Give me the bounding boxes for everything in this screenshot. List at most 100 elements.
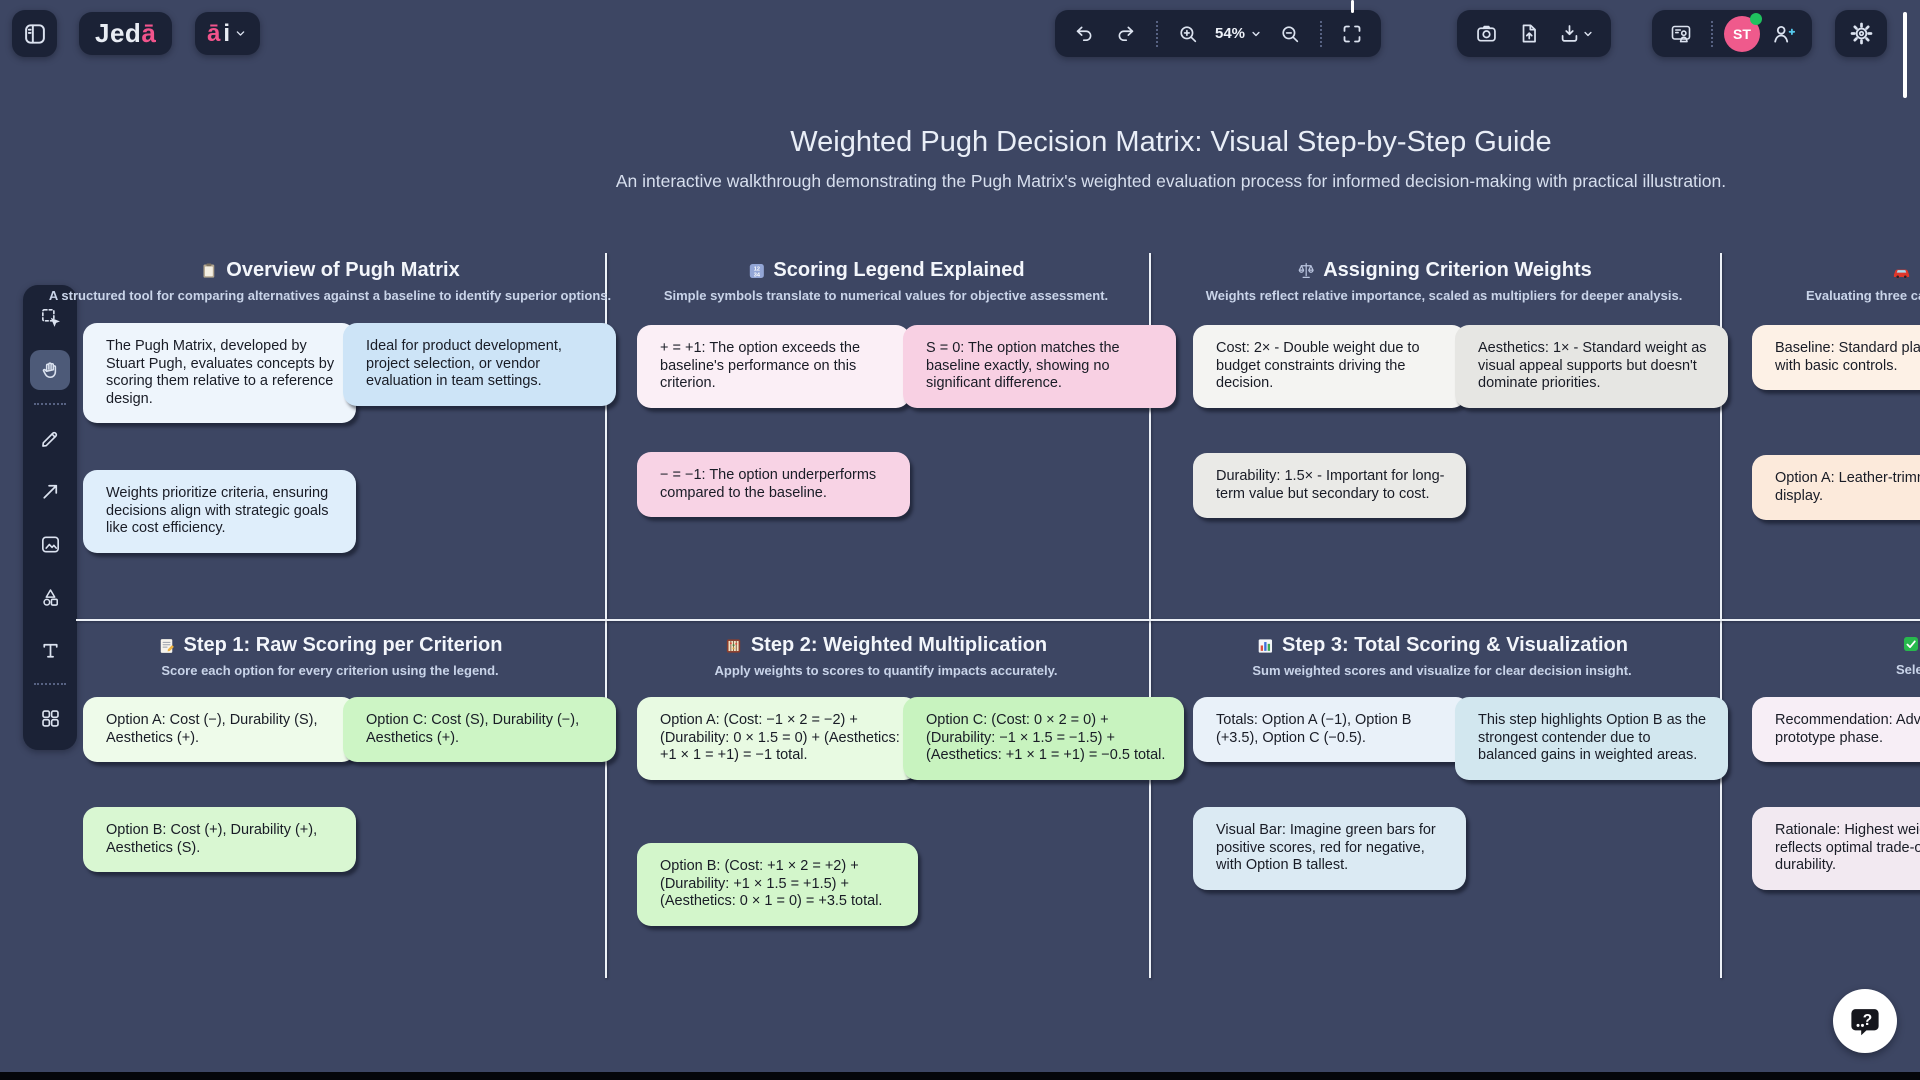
section-header-step3[interactable]: Step 3: Total Scoring & Visualization Su… xyxy=(1252,634,1631,678)
undo-button[interactable] xyxy=(1065,15,1103,53)
chevron-down-icon xyxy=(1249,27,1263,41)
section-header-step1[interactable]: Step 1: Raw Scoring per Criterion Score … xyxy=(158,634,503,678)
toolbar-divider xyxy=(1320,20,1323,47)
select-cursor-icon xyxy=(39,306,62,329)
section-title: Scoring Legend Explained xyxy=(773,259,1025,281)
section-header-overview[interactable]: Overview of Pugh Matrix A structured too… xyxy=(49,259,611,303)
sticky-note[interactable]: Baseline: Standard plastic dashboard wit… xyxy=(1752,325,1920,390)
balance-scale-emoji-icon xyxy=(1296,261,1315,280)
sticky-note[interactable]: Visual Bar: Imagine green bars for posit… xyxy=(1193,807,1466,890)
download-icon xyxy=(1558,22,1581,45)
section-subtitle-clipped: Evaluating three car das xyxy=(1806,288,1920,303)
redo-button[interactable] xyxy=(1107,15,1145,53)
arrow-icon xyxy=(39,480,62,503)
online-status-dot xyxy=(1750,12,1762,25)
tool-apps[interactable] xyxy=(30,698,70,738)
text-icon xyxy=(39,639,62,662)
sticky-note[interactable]: Recommendation: Advance Option B to prot… xyxy=(1752,697,1920,762)
svg-text:12: 12 xyxy=(753,266,759,272)
sticky-note[interactable]: Totals: Option A (−1), Option B (+3.5), … xyxy=(1193,697,1470,762)
settings-button[interactable] xyxy=(1835,10,1887,57)
page-title[interactable]: Weighted Pugh Decision Matrix: Visual St… xyxy=(790,126,1552,158)
grid-line-vertical xyxy=(1720,253,1722,978)
grid-line-vertical xyxy=(605,253,607,978)
sticky-note[interactable]: The Pugh Matrix, developed by Stuart Pug… xyxy=(83,323,356,423)
sticky-note[interactable]: Weights prioritize criteria, ensuring de… xyxy=(83,470,356,553)
tool-shapes[interactable] xyxy=(30,577,70,617)
help-button[interactable]: ? xyxy=(1833,989,1897,1053)
bottom-edge-bar xyxy=(0,1072,1920,1080)
tool-arrow[interactable] xyxy=(30,471,70,511)
sticky-note[interactable]: Option A: (Cost: −1 × 2 = −2) + (Durabil… xyxy=(637,697,918,780)
hand-icon xyxy=(39,359,62,382)
tool-hand[interactable] xyxy=(30,350,70,390)
shapes-icon xyxy=(39,586,62,609)
zoom-in-button[interactable] xyxy=(1169,15,1207,53)
tool-pencil[interactable] xyxy=(30,418,70,458)
zoom-out-button[interactable] xyxy=(1271,15,1309,53)
collaboration-toolbar: ST xyxy=(1652,10,1812,57)
zoom-in-icon xyxy=(1177,23,1199,45)
ai-label: i xyxy=(223,19,231,47)
sticky-note[interactable]: + = +1: The option exceeds the baseline'… xyxy=(637,325,910,408)
sticky-note[interactable]: Option A: Leather-trimmed digital displa… xyxy=(1752,455,1920,520)
screenshot-button[interactable] xyxy=(1467,15,1505,53)
zoom-out-icon xyxy=(1279,23,1301,45)
sticky-note[interactable]: Aesthetics: 1× - Standard weight as visu… xyxy=(1455,325,1728,408)
section-subtitle: Weights reflect relative importance, sca… xyxy=(1205,288,1683,303)
sticky-note[interactable]: Option A: Cost (−), Durability (S), Aest… xyxy=(83,697,356,762)
sticky-note[interactable]: Option C: Cost (S), Durability (−), Aest… xyxy=(343,697,616,762)
share-file-button[interactable] xyxy=(1509,15,1547,53)
camera-icon xyxy=(1475,22,1498,45)
fullscreen-icon xyxy=(1340,22,1364,46)
avatar[interactable]: ST xyxy=(1724,12,1762,52)
section-title: Step 1: Raw Scoring per Criterion xyxy=(183,634,503,656)
redo-icon xyxy=(1115,23,1137,45)
present-button[interactable] xyxy=(1662,15,1700,53)
sticky-note[interactable]: Cost: 2× - Double weight due to budget c… xyxy=(1193,325,1466,408)
page-subtitle[interactable]: An interactive walkthrough demonstrating… xyxy=(615,171,1727,191)
chevron-down-icon xyxy=(1581,27,1595,41)
section-header-step2[interactable]: Step 2: Weighted Multiplication Apply we… xyxy=(715,634,1058,678)
tool-select[interactable] xyxy=(30,297,70,337)
zoom-level-dropdown[interactable]: 54% xyxy=(1211,25,1267,42)
vertical-scrollbar-thumb[interactable] xyxy=(1903,12,1907,98)
sticky-note[interactable]: Ideal for product development, project s… xyxy=(343,323,616,406)
chevron-down-icon xyxy=(233,26,248,41)
sticky-note[interactable]: This step highlights Option B as the str… xyxy=(1455,697,1728,780)
grid-line-vertical xyxy=(1149,253,1151,978)
add-person-icon xyxy=(1771,22,1795,46)
section-subtitle: Score each option for every criterion us… xyxy=(161,663,499,678)
section-subtitle: Apply weights to scores to quantify impa… xyxy=(714,663,1058,678)
horizontal-scrollbar-thumb[interactable] xyxy=(1351,0,1354,13)
panel-toggle-icon xyxy=(22,21,48,47)
invite-button[interactable] xyxy=(1764,15,1802,53)
sidebar-toggle-button[interactable] xyxy=(12,10,57,57)
tool-text[interactable] xyxy=(30,630,70,670)
sticky-note[interactable]: Durability: 1.5× - Important for long-te… xyxy=(1193,453,1466,518)
sticky-note[interactable]: Option B: (Cost: +1 × 2 = +2) + (Durabil… xyxy=(637,843,918,926)
download-menu-button[interactable] xyxy=(1551,15,1601,53)
section-subtitle: A structured tool for comparing alternat… xyxy=(48,288,612,303)
section-title: Step 3: Total Scoring & Visualization xyxy=(1282,634,1628,656)
file-upload-icon xyxy=(1517,22,1540,45)
sticky-note[interactable]: − = −1: The option underperforms compare… xyxy=(637,452,910,517)
toolbar-divider xyxy=(1711,20,1713,47)
tool-image[interactable] xyxy=(30,524,70,564)
sticky-note[interactable]: S = 0: The option matches the baseline e… xyxy=(903,325,1176,408)
sticky-note[interactable]: Option C: (Cost: 0 × 2 = 0) + (Durabilit… xyxy=(903,697,1184,780)
toolbar-divider xyxy=(1156,20,1158,47)
section-title: Assigning Criterion Weights xyxy=(1323,259,1592,281)
sticky-note[interactable]: Rationale: Highest weighted total reflec… xyxy=(1752,807,1920,890)
section-header-weights[interactable]: Assigning Criterion Weights Weights refl… xyxy=(1206,259,1683,303)
section-subtitle: Simple symbols translate to numerical va… xyxy=(663,288,1109,303)
presentation-icon xyxy=(1669,22,1693,46)
fit-view-button[interactable] xyxy=(1333,15,1371,53)
memo-emoji-icon xyxy=(158,637,176,655)
sticky-note[interactable]: Option B: Cost (+), Durability (+), Aest… xyxy=(83,807,356,872)
